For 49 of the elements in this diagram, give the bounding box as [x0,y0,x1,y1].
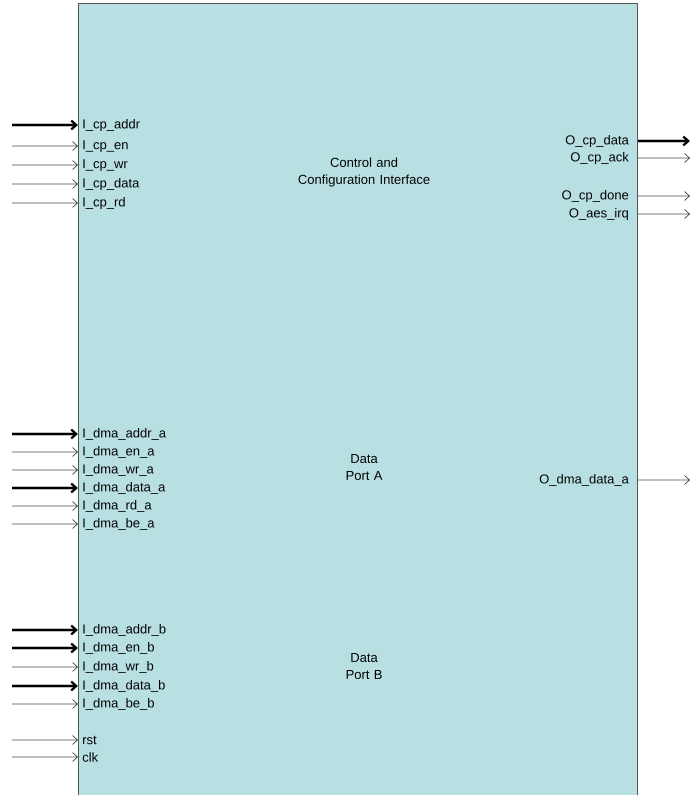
signal-label: I_cp_data [83,178,140,190]
signal-label: O_cp_ack [570,152,629,164]
signal-arrow [12,198,78,208]
signal-label: O_cp_done [562,190,628,202]
signal-label: I_cp_addr [83,118,140,132]
signal-label: I_dma_wr_a [83,464,154,476]
signal-arrow [638,475,690,485]
signal-label: I_dma_be_a [83,518,154,530]
signal-label: I_dma_rd_a [83,500,152,512]
signal-label: clk [82,752,98,762]
signal-arrow [12,662,78,672]
section-title: Data Port B [346,652,382,680]
signal-arrow [12,699,78,709]
signal-label: O_cp_data [566,134,629,148]
signal-arrow [12,428,78,440]
signal-arrow [638,191,690,201]
signal-arrow [12,642,78,654]
signal-arrow [12,680,78,692]
signal-arrow [12,501,78,511]
signal-arrow [638,153,690,163]
signal-label: I_dma_wr_b [83,661,154,674]
signal-arrow [12,160,78,170]
signal-arrow [12,482,78,494]
signal-label: I_dma_data_b [83,680,165,692]
signal-arrow [12,624,78,636]
signal-label: I_dma_addr_b [83,624,166,636]
section-title: Data Port A [346,454,382,480]
signal-label: I_dma_addr_a [83,428,166,440]
signal-arrow [12,465,78,475]
signal-label: O_aes_irq [569,208,628,220]
signal-label: I_cp_wr [83,159,128,171]
signal-label: I_dma_be_b [83,698,154,710]
signal-arrow [12,141,78,151]
signal-arrow [12,735,78,745]
signal-arrow [12,519,78,529]
signal-arrow [12,179,78,189]
signal-arrow [638,136,690,146]
signal-label: I_cp_rd [83,196,125,210]
signal-label: I_dma_data_a [83,482,166,494]
signal-arrow [12,120,78,130]
signal-label: I_cp_en [83,140,128,152]
signal-label: rst [83,736,97,744]
section-title: Control and Configuration Interface [298,157,430,187]
signal-arrow [12,447,78,457]
signal-arrow [638,209,690,219]
signal-label: O_dma_data_a [540,474,629,486]
signal-label: I_dma_en_b [83,642,154,654]
signal-label: I_dma_en_a [83,446,154,458]
signal-arrow [12,752,78,762]
